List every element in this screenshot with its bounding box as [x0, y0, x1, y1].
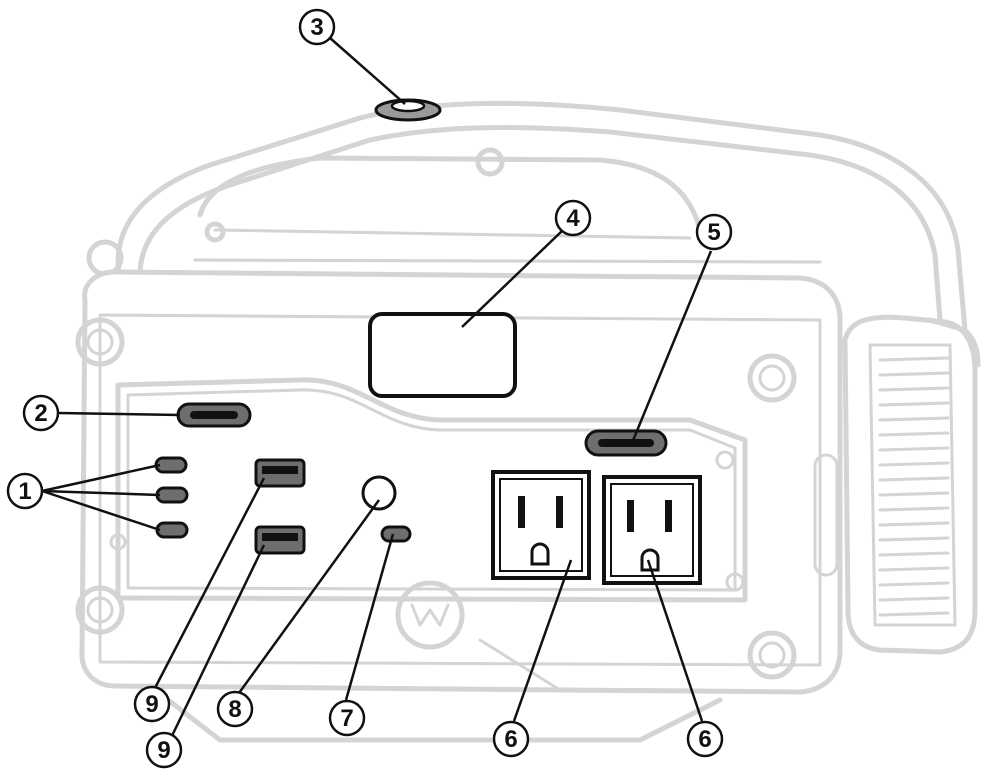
display-screen	[368, 312, 517, 398]
dc-ports[interactable]	[154, 456, 189, 539]
callout-5: 5	[695, 213, 733, 251]
usb-c-port-right[interactable]	[584, 429, 668, 457]
callout-2-label: 2	[34, 400, 47, 427]
callout-6-right-label: 6	[698, 726, 711, 753]
leader-lines	[41, 37, 713, 741]
callout-9-lower: 9	[145, 731, 183, 769]
callout-4-label: 4	[566, 205, 580, 232]
ac-outlet-left[interactable]	[491, 470, 591, 580]
round-button[interactable]	[361, 475, 397, 511]
usb-a-port-upper[interactable]	[254, 458, 306, 488]
callout-1-label: 1	[18, 478, 31, 505]
ac-outlet-right[interactable]	[602, 475, 702, 585]
vent-slats	[878, 356, 950, 617]
callout-3: 3	[298, 8, 336, 46]
callout-6-left: 6	[492, 720, 530, 758]
callout-2: 2	[22, 394, 60, 432]
callout-7: 7	[328, 699, 366, 737]
callout-5-label: 5	[707, 219, 720, 246]
small-port[interactable]	[380, 525, 412, 543]
callout-3-label: 3	[310, 14, 323, 41]
usb-c-port-upper[interactable]	[176, 402, 252, 428]
callout-6-right: 6	[686, 720, 724, 758]
callout-4: 4	[554, 199, 592, 237]
device-outline	[75, 100, 981, 743]
usb-a-port-lower[interactable]	[254, 525, 306, 555]
callout-7-label: 7	[340, 705, 353, 732]
callout-6-left-label: 6	[504, 726, 517, 753]
callout-8: 8	[216, 690, 254, 728]
callout-9-upper-label: 9	[145, 691, 158, 718]
callout-8-label: 8	[228, 696, 241, 723]
top-power-button[interactable]	[374, 98, 442, 122]
callout-9-upper: 9	[133, 685, 171, 723]
callout-9-lower-label: 9	[157, 737, 170, 764]
callout-1: 1	[6, 472, 44, 510]
